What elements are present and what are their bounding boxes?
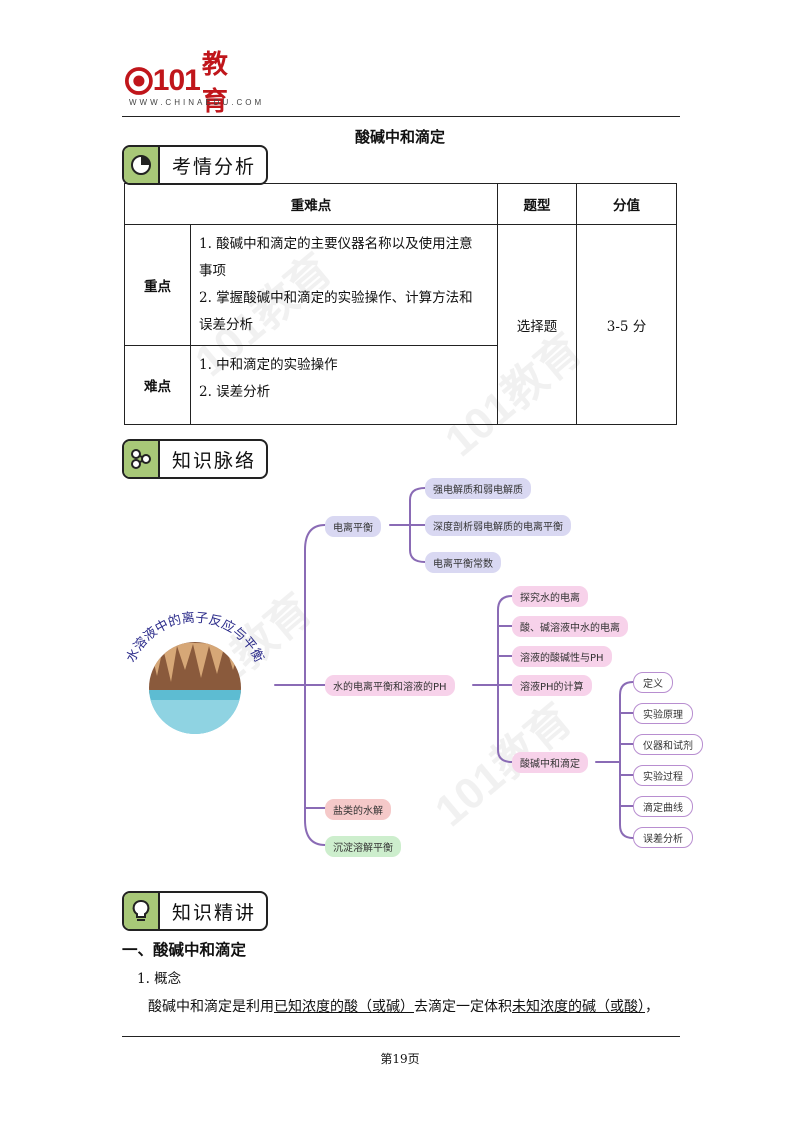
header-score: 分值 — [576, 183, 677, 225]
key-line: 1. 酸碱中和滴定的主要仪器名称以及使用注意 — [199, 236, 473, 252]
section-title: 考情分析 — [172, 155, 257, 178]
header-divider — [122, 116, 680, 117]
node-explore-water-ionization: 探究水的电离 — [512, 586, 588, 607]
key-point-label: 重点 — [124, 224, 191, 346]
section-network-header: 知识脉络 — [122, 439, 269, 479]
node-water-ionization-ph: 水的电离平衡和溶液的PH — [325, 675, 455, 696]
node-ionization-constant: 电离平衡常数 — [425, 552, 501, 573]
hard-line: 1. 中和滴定的实验操作 — [199, 357, 338, 373]
logo-url: WWW.CHINAEDU.COM — [129, 98, 265, 107]
item-concept: 1. 概念 — [137, 971, 182, 987]
node-strong-weak-electrolyte: 强电解质和弱电解质 — [425, 478, 531, 499]
logo: 101 教育 WWW.CHINAEDU.COM — [125, 50, 261, 117]
cave-illustration: 水溶液中的离子反应与平衡 — [124, 610, 266, 734]
difficult-point-label: 难点 — [124, 345, 191, 425]
concept-paragraph: 酸碱中和滴定是利用已知浓度的酸（或碱）去滴定一定体积未知浓度的碱（或酸）， — [148, 996, 659, 1016]
score-value: 3-5 分 — [576, 224, 677, 425]
key-line: 事项 — [199, 263, 226, 279]
header-type: 题型 — [497, 183, 577, 225]
difficult-point-content: 1. 中和滴定的实验操作 2. 误差分析 — [190, 345, 498, 425]
para-text: 去滴定一定体积 — [414, 999, 512, 1015]
para-underlined-unknown: 未知浓度的碱（或酸） — [512, 999, 645, 1015]
footer-divider — [122, 1036, 680, 1037]
section-analysis-header: 考情分析 — [122, 145, 269, 185]
page-number: 第19页 — [380, 1052, 420, 1066]
node-principle: 实验原理 — [633, 703, 693, 724]
node-acidity-ph: 溶液的酸碱性与PH — [512, 646, 612, 667]
key-point-content: 1. 酸碱中和滴定的主要仪器名称以及使用注意 事项 2. 掌握酸碱中和滴定的实验… — [190, 224, 498, 346]
logo-number: 101 — [152, 64, 201, 97]
lightbulb-icon — [124, 893, 160, 929]
heading-acid-base-titration: 一、酸碱中和滴定 — [122, 940, 247, 959]
logo-target-icon — [125, 67, 153, 95]
logo-text: 教育 — [201, 50, 228, 117]
key-line: 2. 掌握酸碱中和滴定的实验操作、计算方法和 — [199, 290, 473, 306]
analysis-table: 重难点 题型 分值 重点 1. 酸碱中和滴定的主要仪器名称以及使用注意 事项 2… — [124, 183, 677, 425]
section-lecture-header: 知识精讲 — [122, 891, 269, 931]
node-ph-calculation: 溶液PH的计算 — [512, 675, 592, 696]
network-icon — [124, 441, 160, 477]
hard-line: 2. 误差分析 — [199, 384, 271, 400]
mind-map-connectors — [274, 487, 634, 846]
node-acid-base-titration: 酸碱中和滴定 — [512, 752, 588, 773]
node-salt-hydrolysis: 盐类的水解 — [325, 799, 391, 820]
pie-chart-icon — [124, 147, 160, 183]
document-title: 酸碱中和滴定 — [354, 128, 445, 146]
node-definition: 定义 — [633, 672, 673, 693]
para-text: 酸碱中和滴定是利用 — [148, 999, 274, 1015]
section-title: 知识精讲 — [172, 901, 257, 924]
para-underlined-known: 已知浓度的酸（或碱） — [274, 999, 414, 1015]
node-titration-curve: 滴定曲线 — [633, 796, 693, 817]
node-ionization-equilibrium: 电离平衡 — [325, 516, 381, 537]
para-text: ， — [645, 999, 659, 1015]
section-title: 知识脉络 — [172, 449, 257, 472]
key-line: 误差分析 — [199, 317, 253, 333]
node-precipitation-equilibrium: 沉淀溶解平衡 — [325, 836, 401, 857]
mind-map: 水溶液中的离子反应与平衡 电离平衡 强电解质和弱电解质 深度剖析弱电解质的电离平… — [115, 470, 715, 870]
node-procedure: 实验过程 — [633, 765, 693, 786]
question-type: 选择题 — [497, 224, 577, 425]
node-acid-base-water-ionization: 酸、碱溶液中水的电离 — [512, 616, 628, 637]
header-difficulty: 重难点 — [124, 183, 498, 225]
node-error-analysis: 误差分析 — [633, 827, 693, 848]
node-weak-electrolyte-analysis: 深度剖析弱电解质的电离平衡 — [425, 515, 571, 536]
node-instruments-reagents: 仪器和试剂 — [633, 734, 703, 755]
